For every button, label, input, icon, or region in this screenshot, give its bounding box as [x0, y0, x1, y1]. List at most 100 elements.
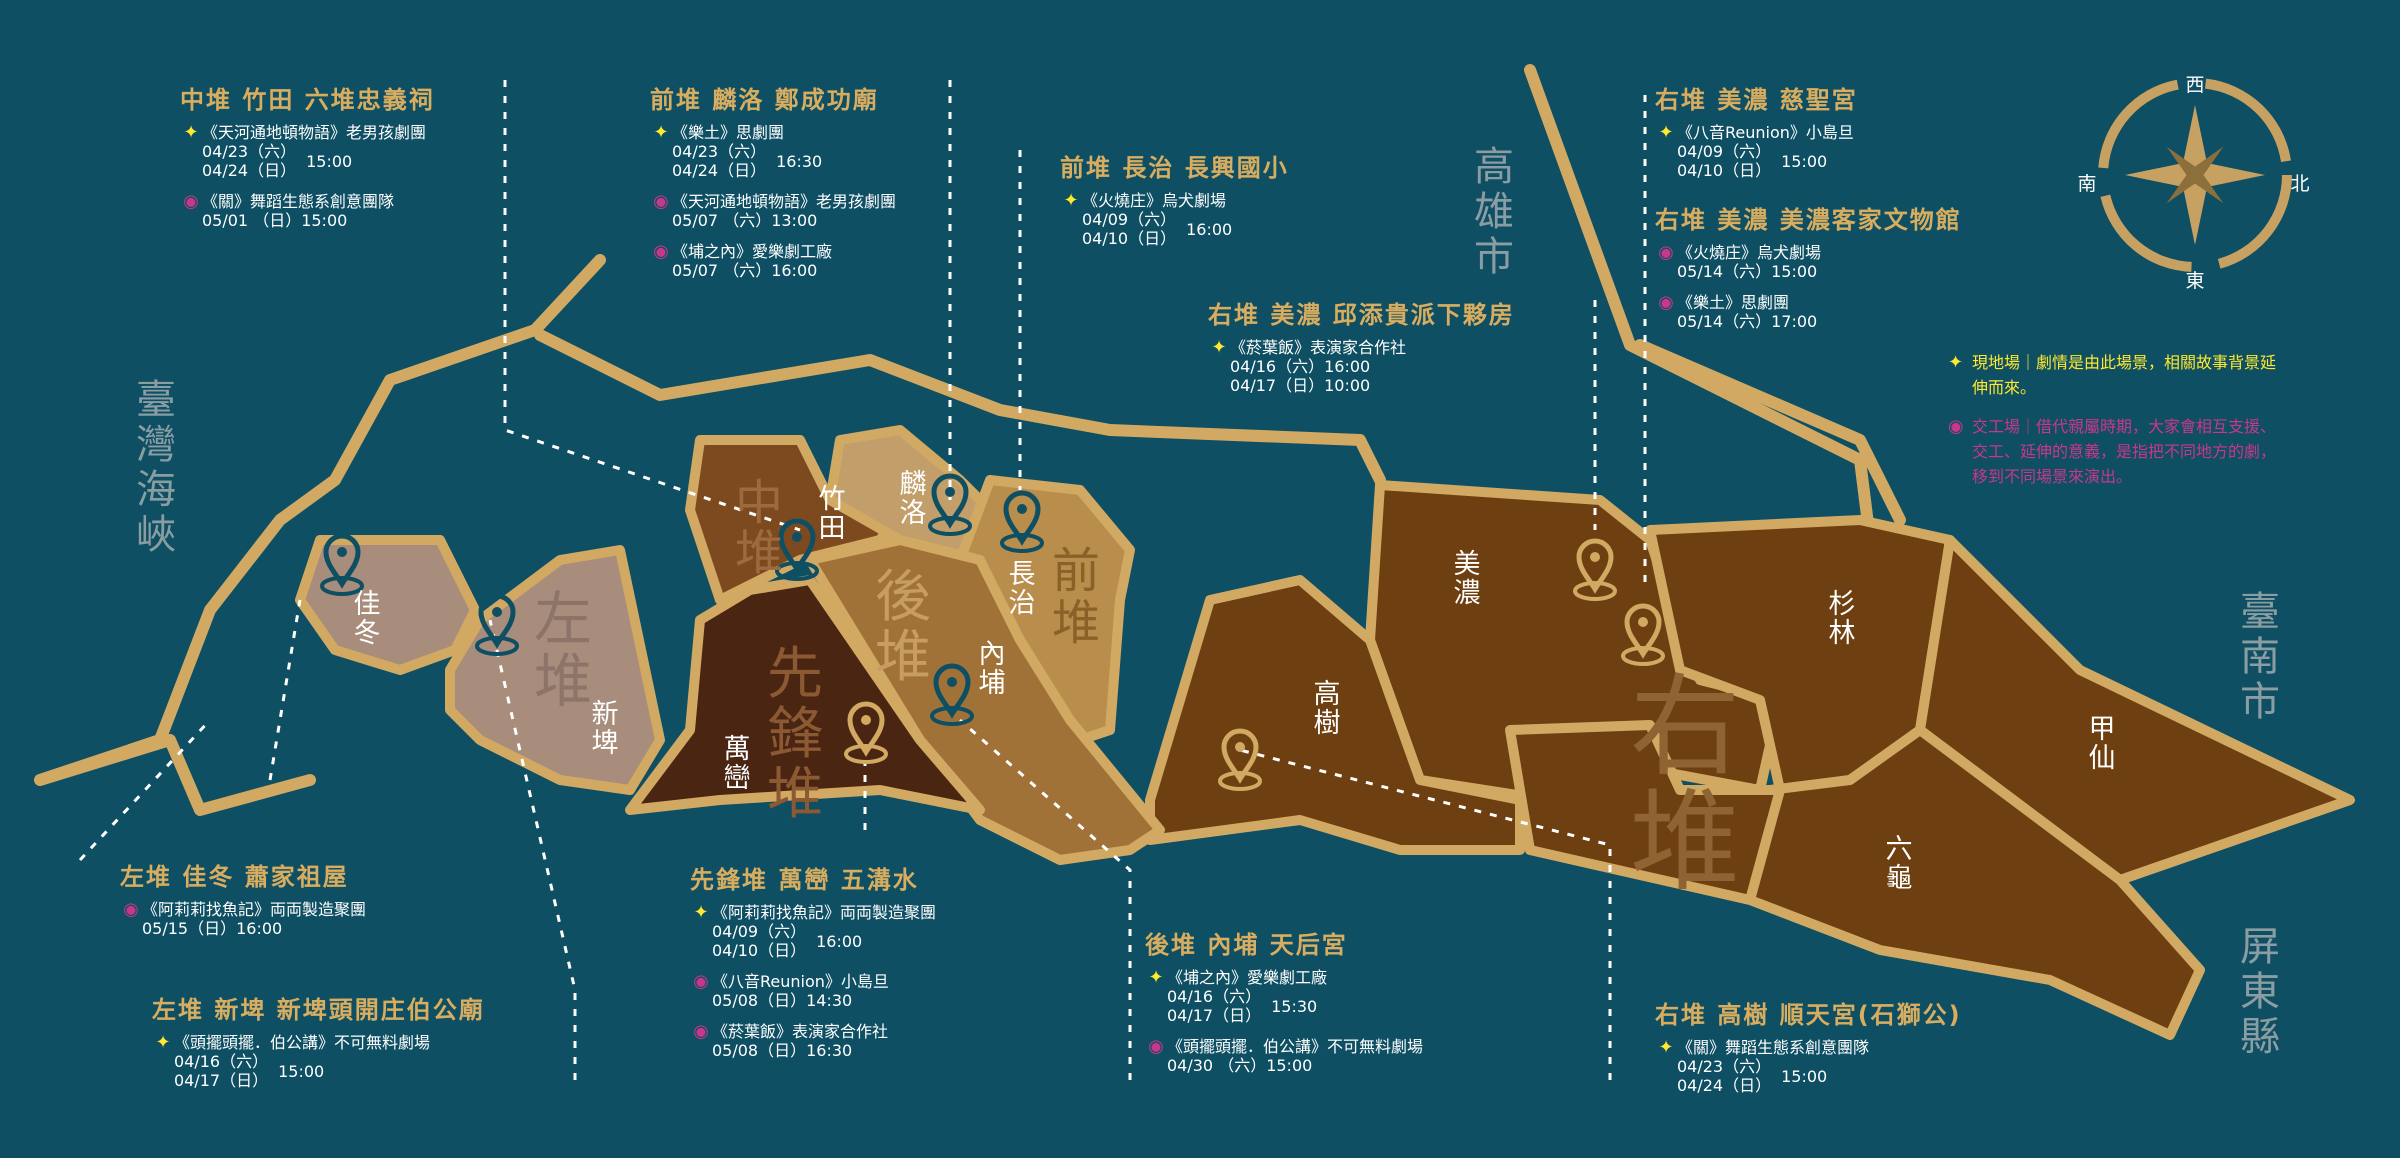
location-pin-icon — [930, 663, 974, 726]
star-icon: ✦ — [1658, 1037, 1674, 1058]
event-date: 04/10（日） — [712, 941, 807, 960]
circle-icon: ◉ — [1148, 1036, 1164, 1057]
label-taiwan-strait: 臺 灣 海 峽 — [136, 377, 176, 558]
town-label-liugui: 六 龜 — [1885, 834, 1913, 894]
show-name: 《天河通地頓物語》老男孩劇團 — [672, 192, 897, 211]
town-label-meinong: 美 濃 — [1453, 549, 1481, 609]
event-date: 04/16（六）16:00 — [1230, 357, 1371, 376]
venue-title: 右堆 美濃 邱添貴派下夥房 — [1208, 301, 1515, 329]
town-area-liugui — [1745, 725, 2205, 1040]
location-pins — [320, 473, 1665, 791]
region-label-houdui: 後 堆 — [875, 565, 931, 690]
label-kaohsiung: 高 雄 市 — [1474, 144, 1514, 280]
compass: 西 東 南 北 — [2077, 74, 2309, 292]
region-label-zhongdui: 中 堆 — [734, 475, 783, 581]
compass-east: 東 — [2185, 270, 2204, 292]
location-pin-icon — [475, 593, 519, 656]
region-label-zuodui: 左 堆 — [533, 585, 592, 715]
town-label-zhutian: 竹 田 — [818, 484, 846, 544]
event-date: 04/09（六） — [1677, 142, 1772, 161]
venue-title: 右堆 美濃 慈聖宮 — [1655, 86, 1858, 114]
location-pin-icon — [320, 533, 364, 596]
show-name: 《火燒庄》烏犬劇場 — [1082, 191, 1227, 210]
event-time: 16:30 — [776, 151, 823, 171]
event-date: 05/14（六）15:00 — [1677, 262, 1818, 281]
event-time: 16:00 — [1186, 219, 1233, 239]
event-time: 15:00 — [278, 1061, 325, 1081]
star-icon: ✦ — [1148, 967, 1164, 988]
compass-north: 北 — [2290, 173, 2309, 195]
town-label-gaoshu: 高 樹 — [1313, 679, 1341, 739]
event-time: 15:00 — [306, 151, 353, 171]
venue-title: 左堆 佳冬 蕭家祖屋 — [120, 863, 349, 891]
show-name: 《埔之內》愛樂劇工廠 — [1167, 968, 1328, 987]
town-label-neipu: 內 埔 — [978, 639, 1006, 699]
venue-title: 前堆 長治 長興國小 — [1060, 154, 1289, 182]
label-tainan: 臺 南 市 — [2240, 589, 2280, 725]
circle-icon: ◉ — [123, 899, 139, 920]
town-label-wanluan: 萬 巒 — [723, 734, 751, 794]
event-date: 04/24（日） — [1677, 1076, 1772, 1095]
event-date: 04/30 （六）15:00 — [1167, 1056, 1313, 1075]
location-pin-icon — [775, 518, 819, 581]
location-pin-icon — [928, 473, 972, 536]
town-label-changzhi: 長 治 — [1008, 559, 1036, 619]
show-name: 《關》舞蹈生態系創意團隊 — [202, 192, 395, 211]
town-area-wanluan — [625, 575, 985, 815]
event-date: 04/17（日）10:00 — [1230, 376, 1371, 395]
venue-title: 右堆 高樹 順天宮(石獅公) — [1655, 1001, 1962, 1029]
venue-title: 後堆 內埔 天后宮 — [1145, 931, 1348, 959]
show-name: 《火燒庄》烏犬劇場 — [1677, 243, 1822, 262]
venue-title: 右堆 美濃 美濃客家文物館 — [1655, 206, 1962, 234]
legend-exchange: ◉ 交工場｜借代親屬時期，大家會相互支援、交工、延伸的意義，是指把不同地方的劇，… — [1948, 414, 2288, 489]
event-date: 04/16（六） — [174, 1052, 269, 1071]
star-icon: ✦ — [155, 1032, 171, 1053]
town-label-jiadong: 佳 冬 — [353, 589, 381, 649]
town-label-xinpi: 新 埤 — [591, 699, 619, 759]
town-area-jiaxian — [1915, 535, 2355, 885]
venue-title: 先鋒堆 萬巒 五溝水 — [690, 866, 919, 894]
circle-icon: ◉ — [653, 191, 669, 212]
show-name: 《菸葉飯》表演家合作社 — [1230, 338, 1407, 357]
venue-title: 中堆 竹田 六堆忠義祠 — [180, 86, 435, 114]
event-date: 04/16（六） — [1167, 987, 1262, 1006]
region-label-youdui: 右 堆 — [1630, 663, 1740, 906]
event-date: 05/08（日）16:30 — [712, 1041, 853, 1060]
event-date: 04/09（六） — [712, 922, 807, 941]
compass-west: 西 — [2185, 74, 2204, 96]
show-name: 《菸葉飯》表演家合作社 — [712, 1022, 889, 1041]
star-icon: ✦ — [183, 122, 199, 143]
show-name: 《樂土》思劇團 — [1677, 293, 1790, 312]
circle-icon: ◉ — [1658, 242, 1674, 263]
location-pin-icon — [1218, 728, 1262, 791]
event-time: 15:00 — [1781, 1066, 1828, 1086]
event-date: 04/09（六） — [1082, 210, 1177, 229]
star-icon: ✦ — [693, 902, 709, 923]
event-date: 04/10（日） — [1677, 161, 1772, 180]
event-time: 15:00 — [1781, 151, 1828, 171]
event-time: 15:30 — [1271, 996, 1318, 1016]
town-label-linluo: 麟 洛 — [899, 469, 927, 529]
town-area-xinpi — [445, 545, 665, 795]
event-date: 04/10（日） — [1082, 229, 1177, 248]
legend-onsite: ✦ 現地場｜劇情是由此場景，相關故事背景延伸而來。 — [1948, 350, 2288, 400]
event-date: 05/14（六）17:00 — [1677, 312, 1818, 331]
show-name: 《阿莉莉找魚記》両両製造聚團 — [142, 900, 367, 919]
event-time: 16:00 — [816, 931, 863, 951]
